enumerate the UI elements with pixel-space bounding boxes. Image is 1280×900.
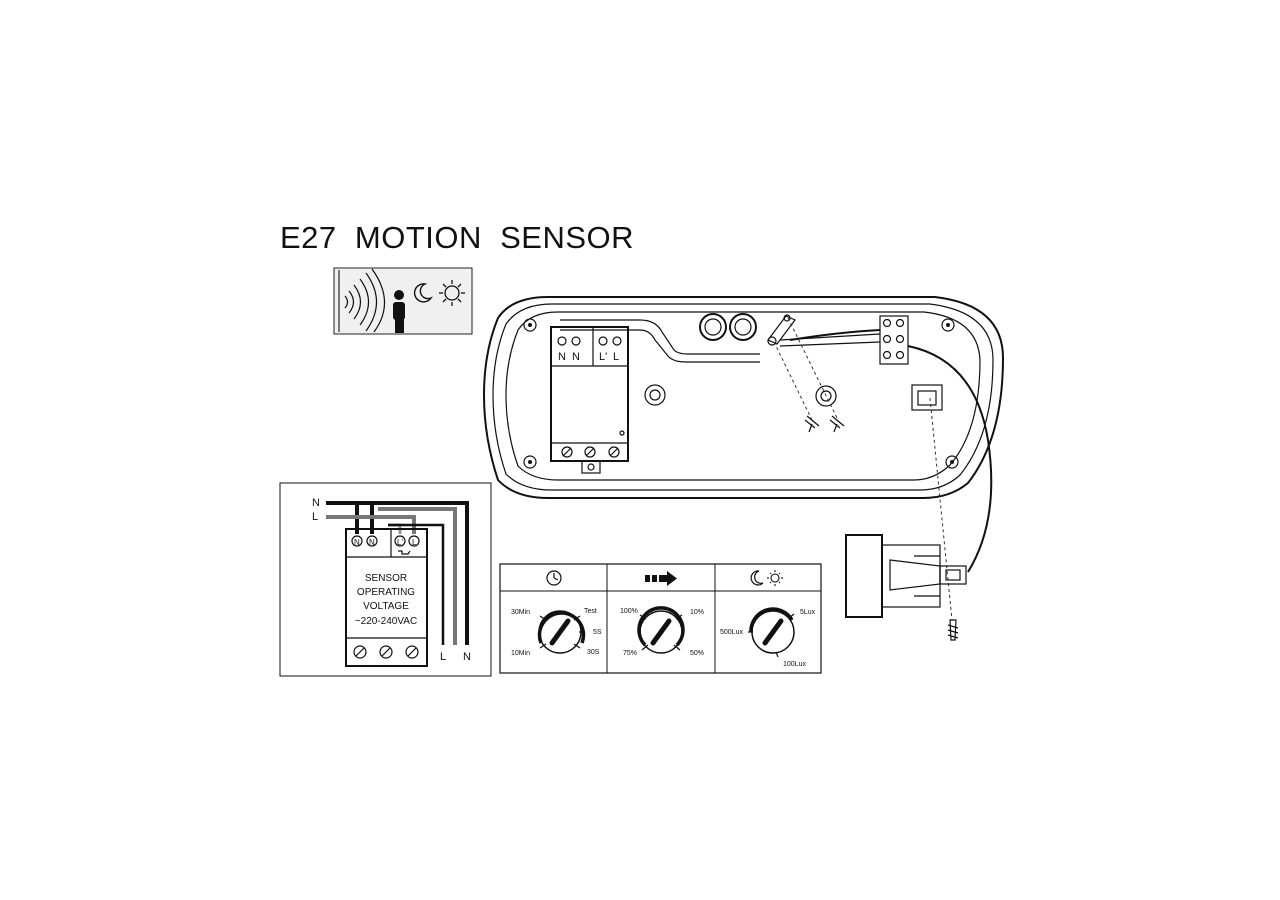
module-terminal-label: N [354,538,360,547]
sensitivity-dial-label: 100% [620,608,638,615]
e27-socket [845,534,967,641]
supply-n-label: N [312,497,320,509]
motion-waves-icon [344,268,386,333]
sun-icon [439,280,465,306]
sensor-icon-box [333,267,473,335]
moon-icon [413,283,433,303]
sensitivity-dial-label: 10% [690,609,704,616]
supply-l-label: L [312,511,318,523]
terminal-block [879,315,909,365]
sensitivity-dial-label: 75% [623,650,637,657]
range-arrow-icon [645,571,677,586]
lux-dial-label: 500Lux [720,629,743,636]
person-icon [393,290,405,333]
module-terminal-label: L [412,538,417,547]
time-dial-label: Test [584,608,597,615]
module-text-line3: VOLTAGE [363,601,409,612]
module-text-line1: SENSOR [365,573,407,584]
module-terminal-label: N [369,538,375,547]
adjustment-dials: 30Min Test 5S 10Min 30S 100% 10% 75% 50% [499,563,822,674]
clock-icon [546,570,562,586]
page-title: E27 MOTION SENSOR [280,220,635,255]
pcb-terminal-label: N [558,351,566,363]
time-dial-label: 30S [587,649,600,656]
time-dial-label: 5S [593,629,602,636]
lux-dial-label: 100Lux [783,661,806,668]
lux-dial-label: 5Lux [800,609,816,616]
load-l-label: L [440,651,446,663]
time-dial-label: 10Min [511,650,530,657]
lux-dial: 500Lux 5Lux 100Lux [720,607,816,668]
load-n-label: N [463,651,471,663]
wiring-diagram: N L N N L' L [279,482,492,677]
time-dial: 30Min Test 5S 10Min 30S [511,608,602,657]
time-dial-label: 30Min [511,609,530,616]
pcb-terminal-label: N [572,351,580,363]
corner-mounting-holes [523,318,959,469]
module-terminal-label: L' [397,538,403,547]
pcb-terminal-label: L' [599,351,607,363]
module-text-line2: OPERATING [357,587,415,598]
sensitivity-dial-label: 50% [690,650,704,657]
sensor-module: N N L' L SENSOR OPERATING VOLTAGE ~220-2… [345,528,428,667]
sensor-housing [482,296,1005,621]
module-text-line4: ~220-240VAC [355,616,417,627]
day-night-icon [750,570,783,586]
sensitivity-dial: 100% 10% 75% 50% [620,606,704,657]
pcb-terminal-label: L [613,351,619,363]
pcb-module: N N L' L [550,326,629,474]
